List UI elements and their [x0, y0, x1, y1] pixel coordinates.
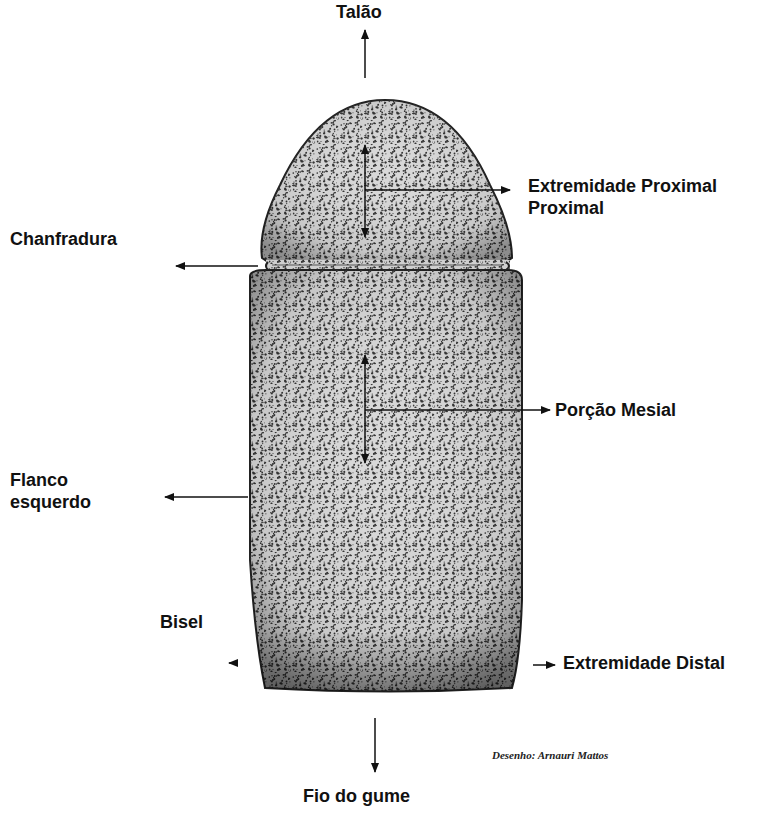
part-label: Proximal: [528, 198, 604, 220]
axe-body: [250, 270, 522, 692]
part-label: Porção Mesial: [555, 400, 676, 422]
part-label: Fio do gume: [303, 786, 410, 808]
part-label: Flanco esquerdo: [10, 470, 105, 513]
part-label: Talão: [336, 2, 382, 24]
bevel-area: [256, 630, 520, 692]
axe-neck: [266, 260, 510, 270]
part-label: Extremidade Proximal: [528, 176, 717, 198]
part-label: Extremidade Distal: [563, 653, 725, 675]
leader-lines: [165, 30, 555, 772]
axe-head: [261, 100, 512, 262]
part-label: Bisel: [160, 612, 203, 634]
signature: Desenho: Arnauri Mattos: [492, 749, 608, 762]
part-label: Chanfradura: [10, 229, 117, 251]
